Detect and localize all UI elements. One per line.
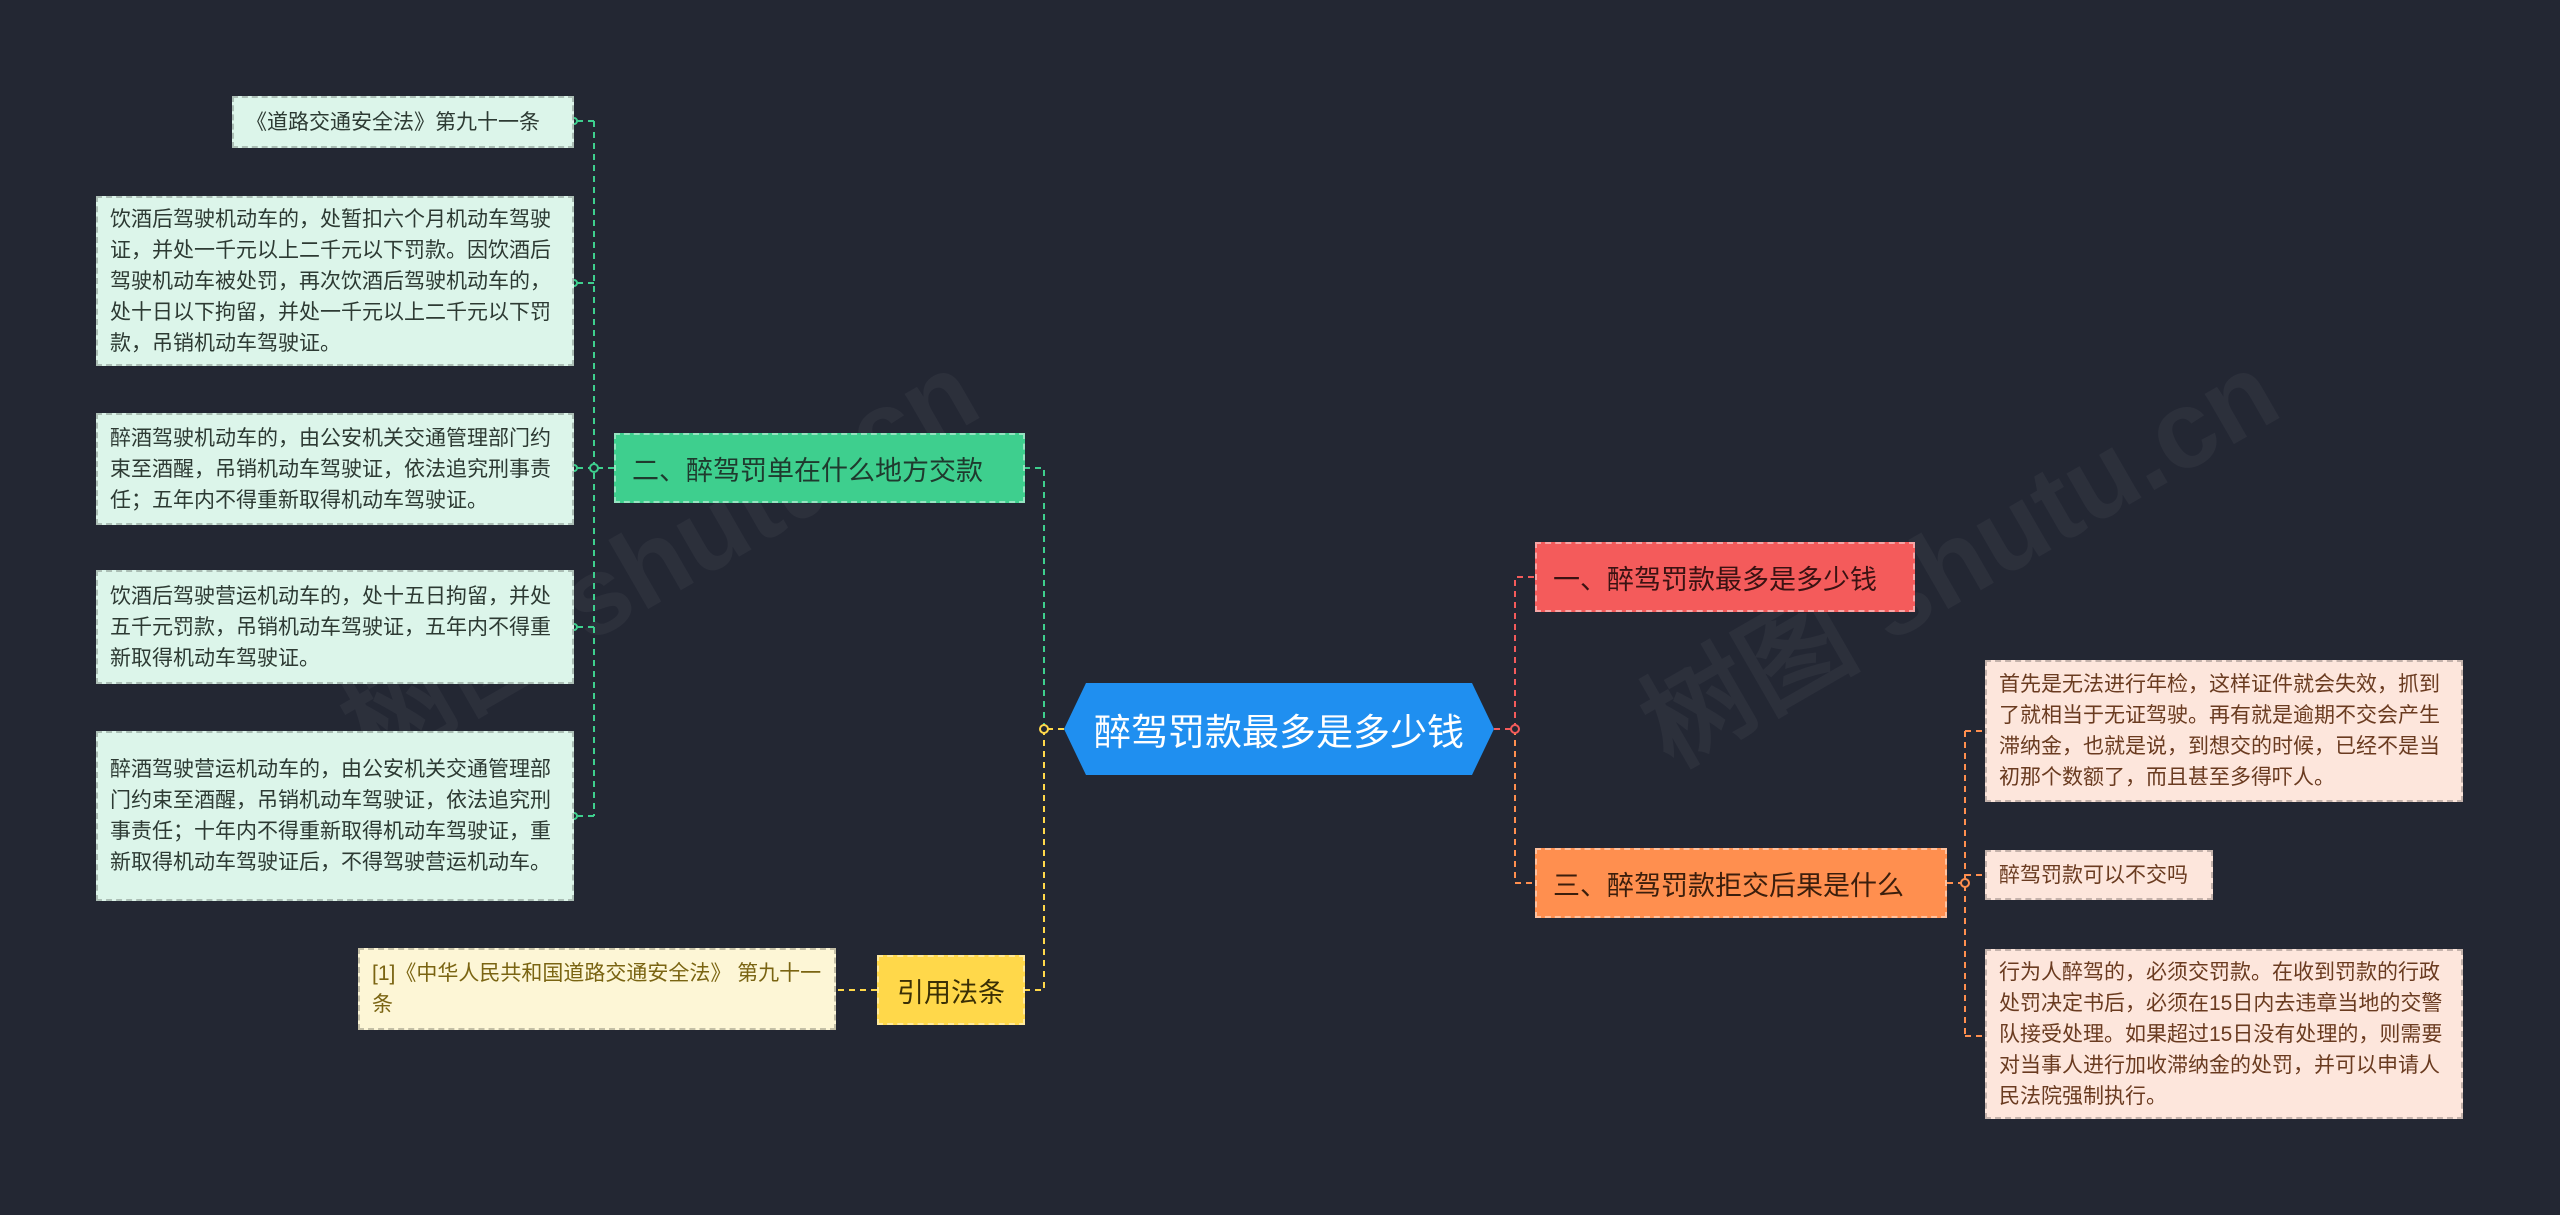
branch-max-fine[interactable]: 一、醉驾罚款最多是多少钱: [1535, 542, 1915, 612]
root-topic-label: 醉驾罚款最多是多少钱: [1094, 712, 1464, 753]
connector-dot: [1039, 724, 1049, 734]
branch-where-to-pay-label: 二、醉驾罚单在什么地方交款: [632, 455, 983, 486]
leaf-drunk-drive-commercial-text: 醉酒驾驶营运机动车的，由公安机关交通管理部门约束至酒醒，吊销机动车驾驶证，依法追…: [110, 758, 551, 874]
branch-max-fine-label: 一、醉驾罚款最多是多少钱: [1553, 564, 1877, 595]
connector-dot: [1960, 878, 1970, 888]
leaf-drink-drive[interactable]: 饮酒后驾驶机动车的，处暂扣六个月机动车驾驶证，并处一千元以上二千元以下罚款。因饮…: [96, 196, 574, 366]
connector-dot: [1510, 724, 1520, 734]
leaf-consequence-2-text: 醉驾罚款可以不交吗: [1999, 863, 2188, 887]
branch-refuse-consequences-label: 三、醉驾罚款拒交后果是什么: [1553, 870, 1904, 901]
leaf-drink-drive-text: 饮酒后驾驶机动车的，处暂扣六个月机动车驾驶证，并处一千元以上二千元以下罚款。因饮…: [110, 207, 551, 355]
leaf-consequence-1[interactable]: 首先是无法进行年检，这样证件就会失效，抓到了就相当于无证驾驶。再有就是逾期不交会…: [1985, 660, 2463, 802]
branch-references[interactable]: 引用法条: [877, 955, 1025, 1025]
leaf-drink-drive-commercial[interactable]: 饮酒后驾驶营运机动车的，处十五日拘留，并处五千元罚款，吊销机动车驾驶证，五年内不…: [96, 570, 574, 684]
leaf-law-article-text: 《道路交通安全法》第九十一条: [246, 110, 540, 134]
leaf-consequence-3-text: 行为人醉驾的，必须交罚款。在收到罚款的行政处罚决定书后，必须在15日内去违章当地…: [1999, 960, 2443, 1108]
branch-where-to-pay[interactable]: 二、醉驾罚单在什么地方交款: [614, 433, 1025, 503]
leaf-consequence-1-text: 首先是无法进行年检，这样证件就会失效，抓到了就相当于无证驾驶。再有就是逾期不交会…: [1999, 673, 2440, 789]
leaf-reference[interactable]: [1]《中华人民共和国道路交通安全法》 第九十一条: [358, 948, 836, 1030]
leaf-drink-drive-commercial-text: 饮酒后驾驶营运机动车的，处十五日拘留，并处五千元罚款，吊销机动车驾驶证，五年内不…: [110, 584, 551, 670]
connector-left-trunk-green: [1025, 467, 1045, 729]
connector-right-red: [1514, 576, 1535, 729]
leaf-reference-text: [1]《中华人民共和国道路交通安全法》 第九十一条: [372, 962, 822, 1016]
leaf-law-article[interactable]: 《道路交通安全法》第九十一条: [232, 96, 574, 148]
root-topic[interactable]: 醉驾罚款最多是多少钱: [1064, 683, 1494, 775]
leaf-drunk-drive-commercial[interactable]: 醉酒驾驶营运机动车的，由公安机关交通管理部门约束至酒醒，吊销机动车驾驶证，依法追…: [96, 731, 574, 901]
leaf-drunk-drive-text: 醉酒驾驶机动车的，由公安机关交通管理部门约束至酒醒，吊销机动车驾驶证，依法追究刑…: [110, 426, 551, 512]
branch-references-label: 引用法条: [897, 977, 1005, 1008]
connector-right-orange: [1514, 729, 1535, 884]
connector-dot: [589, 463, 599, 473]
leaf-drunk-drive[interactable]: 醉酒驾驶机动车的，由公安机关交通管理部门约束至酒醒，吊销机动车驾驶证，依法追究刑…: [96, 413, 574, 525]
branch-refuse-consequences[interactable]: 三、醉驾罚款拒交后果是什么: [1535, 848, 1947, 918]
leaf-consequence-2[interactable]: 醉驾罚款可以不交吗: [1985, 850, 2213, 900]
connector-left-trunk-yellow: [1025, 729, 1045, 991]
leaf-consequence-3[interactable]: 行为人醉驾的，必须交罚款。在收到罚款的行政处罚决定书后，必须在15日内去违章当地…: [1985, 949, 2463, 1119]
